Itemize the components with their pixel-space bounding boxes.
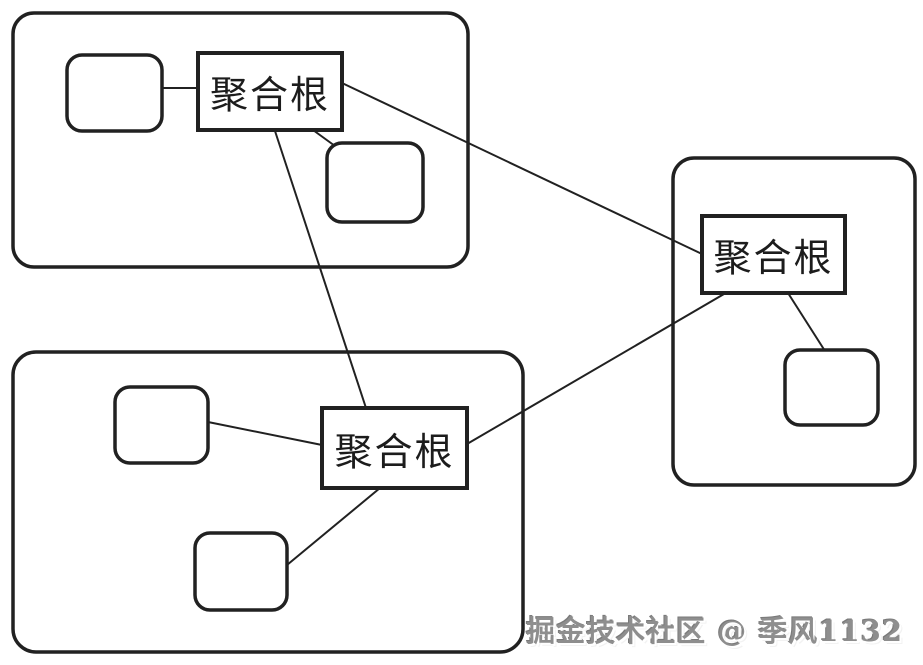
- aggregate-root-box-top-left: [196, 51, 344, 132]
- bounded-context-right: [671, 156, 917, 487]
- edge-aggregate-top-left-to-aggregate-bottom-left: [274, 130, 367, 409]
- edge-aggregate-right-to-entity: [787, 292, 826, 352]
- watermark: 掘金技术社区 @ 季风1132: [526, 614, 903, 648]
- edge-aggregate-bottom-left-to-entity2: [286, 487, 381, 566]
- entity-box-bottom-left-1: [113, 385, 210, 465]
- aggregate-root-box-bottom-left: [320, 406, 469, 490]
- edge-aggregate-top-left-to-aggregate-right: [341, 82, 703, 255]
- entity-box-right-1: [783, 348, 880, 427]
- edge-aggregate-top-left-to-entity2: [312, 129, 336, 147]
- entity-box-bottom-left-2: [193, 531, 289, 612]
- aggregate-root-box-right: [700, 214, 847, 295]
- edge-aggregate-right-to-aggregate-bottom-left: [466, 293, 725, 445]
- edge-entity1-to-aggregate-bottom-left: [207, 421, 323, 446]
- entity-box-top-left-1: [65, 53, 164, 133]
- entity-box-top-left-2: [325, 141, 425, 224]
